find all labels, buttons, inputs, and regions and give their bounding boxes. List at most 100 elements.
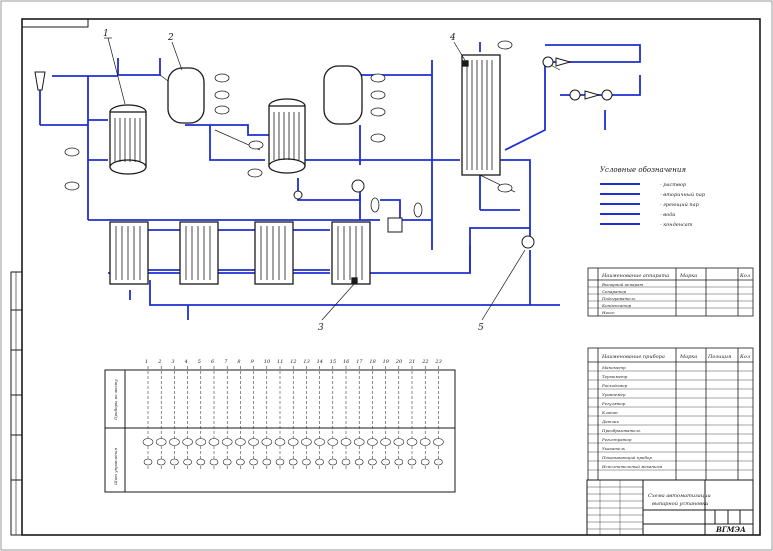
control-column: 13	[301, 359, 312, 470]
legend-item-5: - конденсат	[600, 222, 693, 228]
legend-item-4-text: - вода	[660, 212, 675, 218]
control-column: 9	[248, 359, 259, 470]
column-number: 9	[251, 359, 255, 365]
separator-2	[323, 65, 363, 125]
column-number: 20	[395, 359, 403, 365]
control-column: 23	[433, 359, 444, 470]
column-number: 14	[317, 359, 323, 365]
column-number: 7	[224, 359, 228, 365]
instrument-header-name: Наименование прибора	[601, 353, 665, 360]
instrument-bubble	[195, 438, 207, 446]
instrument-bubble	[393, 438, 405, 446]
title-block-code: ВГМЭА	[715, 525, 746, 534]
instrument-row: Термометр	[602, 374, 628, 379]
instrument-row: Исполнительный механизм	[601, 464, 663, 469]
instrument-bubble-lower	[209, 458, 219, 466]
equipment-row-5: Насос	[601, 310, 616, 315]
control-column: 20	[393, 359, 405, 470]
callout-3: 3	[318, 323, 324, 333]
instrument-bubble	[314, 438, 325, 446]
control-column: 19	[380, 359, 391, 470]
separator-1	[167, 67, 205, 124]
evaporator-2	[268, 98, 306, 174]
instrument-bubble-lower	[302, 458, 311, 466]
control-column: 5	[195, 359, 207, 470]
control-column: 8	[235, 359, 246, 470]
legend-item-4: - вода	[600, 212, 675, 218]
column-number: 11	[277, 359, 283, 365]
equipment-row-2: Сепаратор	[602, 289, 627, 294]
callout-4: 4	[449, 33, 456, 43]
instrument-bubble-lower	[222, 458, 232, 466]
instrument-bubble-lower	[183, 458, 192, 466]
column-number: 5	[198, 359, 201, 365]
instrument-bubble-lower	[249, 458, 258, 466]
instrument-table-grid	[588, 370, 753, 471]
instrument-bubble-lower	[170, 458, 179, 466]
column-number: 8	[237, 359, 240, 365]
instrument-bubble-lower	[407, 458, 417, 466]
instrument-bubble	[248, 438, 259, 446]
instrument-bubble-lower	[368, 458, 377, 466]
instrument-bubble-lower	[275, 458, 285, 466]
instrument-bubble	[208, 438, 220, 446]
instrument-bubble	[419, 438, 431, 446]
control-column: 14	[314, 359, 325, 470]
control-column: 21	[406, 359, 418, 470]
instrument-bubble	[301, 438, 312, 446]
control-column: 3	[169, 359, 180, 470]
instrument-bubble	[353, 438, 365, 446]
callout-5: 5	[478, 323, 484, 333]
instrument-row: Показывающий прибор	[601, 455, 652, 460]
instrument-bubble	[380, 438, 391, 446]
instrument-header-mark: Марка	[679, 354, 697, 360]
instrument-bubble	[169, 438, 180, 446]
equipment-row-1: Выпарной аппарат	[601, 282, 643, 287]
instrument-bubble	[340, 438, 352, 446]
column-number: 12	[290, 359, 296, 365]
equipment-header-qty: Кол	[739, 273, 750, 279]
instrument-bubble-lower	[381, 458, 390, 466]
instrument-bubbles	[64, 40, 513, 218]
column-number: 16	[343, 359, 350, 365]
callout-1: 1	[103, 29, 109, 39]
instrument-bubble-lower	[156, 458, 166, 466]
title-block-subtitle: выпарной установки	[652, 501, 708, 507]
instrument-row: Регистратор	[601, 437, 632, 442]
column-number: 2	[157, 359, 161, 365]
instrument-bubble	[221, 438, 233, 446]
instrument-row: Манометр	[601, 365, 626, 370]
title-block-title: Схема автоматизации	[648, 493, 711, 499]
instrument-bubble-lower	[341, 458, 351, 466]
control-row2-label: Щит управления	[113, 448, 118, 486]
instrument-bubble-lower	[288, 458, 298, 466]
control-column: 6	[208, 359, 220, 470]
instrument-row: Указатель	[602, 446, 625, 451]
instrument-row: Датчик	[601, 419, 619, 424]
instrument-bubble	[235, 438, 246, 446]
control-column: 10	[261, 359, 273, 470]
equipment-header-name: Наименование аппарата	[601, 273, 669, 279]
callout-2: 2	[167, 33, 174, 43]
instrument-bubble-lower	[315, 458, 324, 466]
equipment-table	[587, 267, 754, 317]
legend-item-3-text: - греющий пар	[660, 202, 700, 208]
instrument-bubble	[287, 438, 299, 446]
control-column: 16	[340, 359, 352, 470]
control-column: 11	[274, 359, 286, 470]
column-number: 10	[264, 359, 271, 365]
equipment-row-3: Подогреватель	[601, 296, 635, 301]
instrument-bubble	[433, 438, 444, 446]
legend-item-3: - греющий пар	[600, 202, 700, 208]
column-number: 22	[421, 359, 428, 365]
column-number: 4	[184, 359, 188, 365]
instrument-bubble-lower	[262, 458, 272, 466]
instrument-header-qty: Кол	[739, 354, 750, 360]
instrument-bubble	[274, 438, 286, 446]
column-number: 3	[171, 359, 174, 365]
instrument-bubble	[367, 438, 378, 446]
pump-symbols	[34, 56, 613, 249]
equipment-row-4: Конденсатор	[601, 303, 632, 308]
